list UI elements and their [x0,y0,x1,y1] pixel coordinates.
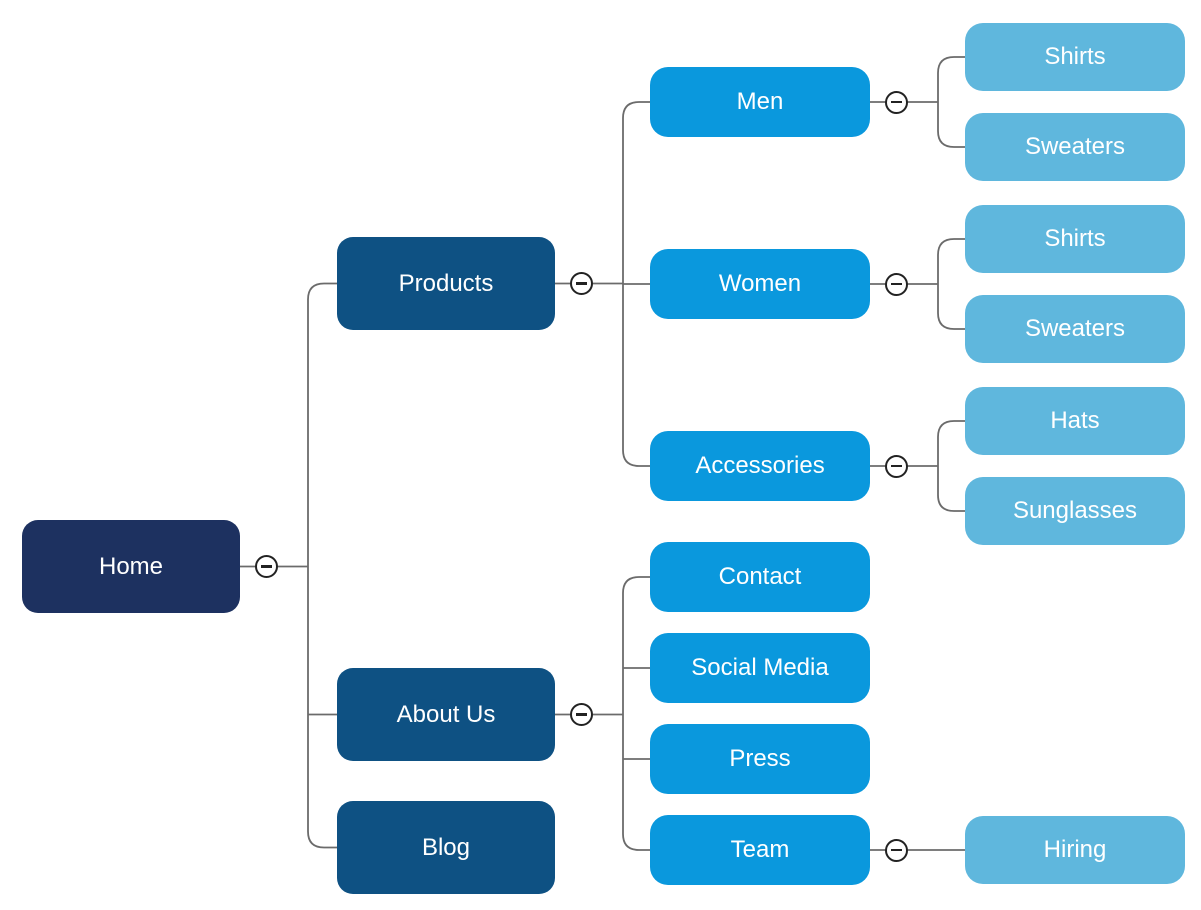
node-label: Sunglasses [1012,497,1138,524]
node-label: About Us [396,700,496,728]
node-women-sweaters[interactable]: Sweaters [965,295,1185,363]
node-men-sweaters[interactable]: Sweaters [965,113,1185,181]
connector-line [937,420,965,512]
minus-icon [890,464,902,468]
node-accessories[interactable]: Accessories [650,431,870,501]
node-label: Hiring [1043,836,1107,863]
collapse-button-accessories[interactable] [884,454,908,478]
node-label: Contact [718,563,802,590]
minus-icon [890,282,902,286]
collapse-button-men[interactable] [884,90,908,114]
collapse-button-team[interactable] [884,838,908,862]
node-hiring[interactable]: Hiring [965,816,1185,884]
minus-icon [260,565,272,568]
node-home[interactable]: Home [22,520,240,613]
minus-icon [575,282,587,285]
node-label: Sweaters [1024,133,1126,160]
node-label: Social Media [691,654,829,681]
minus-icon [575,713,587,716]
node-label: Shirts [1044,43,1106,70]
node-products[interactable]: Products [337,237,555,330]
node-label: Press [729,745,791,772]
node-label: Hats [1050,407,1100,434]
node-about-us[interactable]: About Us [337,668,555,761]
connector-line [937,56,965,148]
node-label: Home [98,552,164,580]
node-label: Accessories [695,452,825,479]
node-social-media[interactable]: Social Media [650,633,870,703]
node-label: Sweaters [1024,315,1126,342]
connector-line [937,238,965,330]
node-men-shirts[interactable]: Shirts [965,23,1185,91]
collapse-button-women[interactable] [884,272,908,296]
node-label: Women [718,270,802,297]
minus-icon [890,848,902,852]
node-women-shirts[interactable]: Shirts [965,205,1185,273]
node-label: Team [730,836,790,863]
connector-line [622,576,650,851]
node-label: Men [736,88,784,115]
node-men[interactable]: Men [650,67,870,137]
node-hats[interactable]: Hats [965,387,1185,455]
node-team[interactable]: Team [650,815,870,885]
node-label: Blog [421,833,471,861]
collapse-button-home[interactable] [254,555,278,578]
connector-line [307,282,337,849]
node-sunglasses[interactable]: Sunglasses [965,477,1185,545]
node-women[interactable]: Women [650,249,870,319]
node-press[interactable]: Press [650,724,870,794]
collapse-button-about-us[interactable] [569,703,593,726]
node-contact[interactable]: Contact [650,542,870,612]
collapse-button-products[interactable] [569,272,593,295]
node-blog[interactable]: Blog [337,801,555,894]
minus-icon [890,100,902,104]
node-label: Products [398,269,494,297]
node-label: Shirts [1044,225,1106,252]
